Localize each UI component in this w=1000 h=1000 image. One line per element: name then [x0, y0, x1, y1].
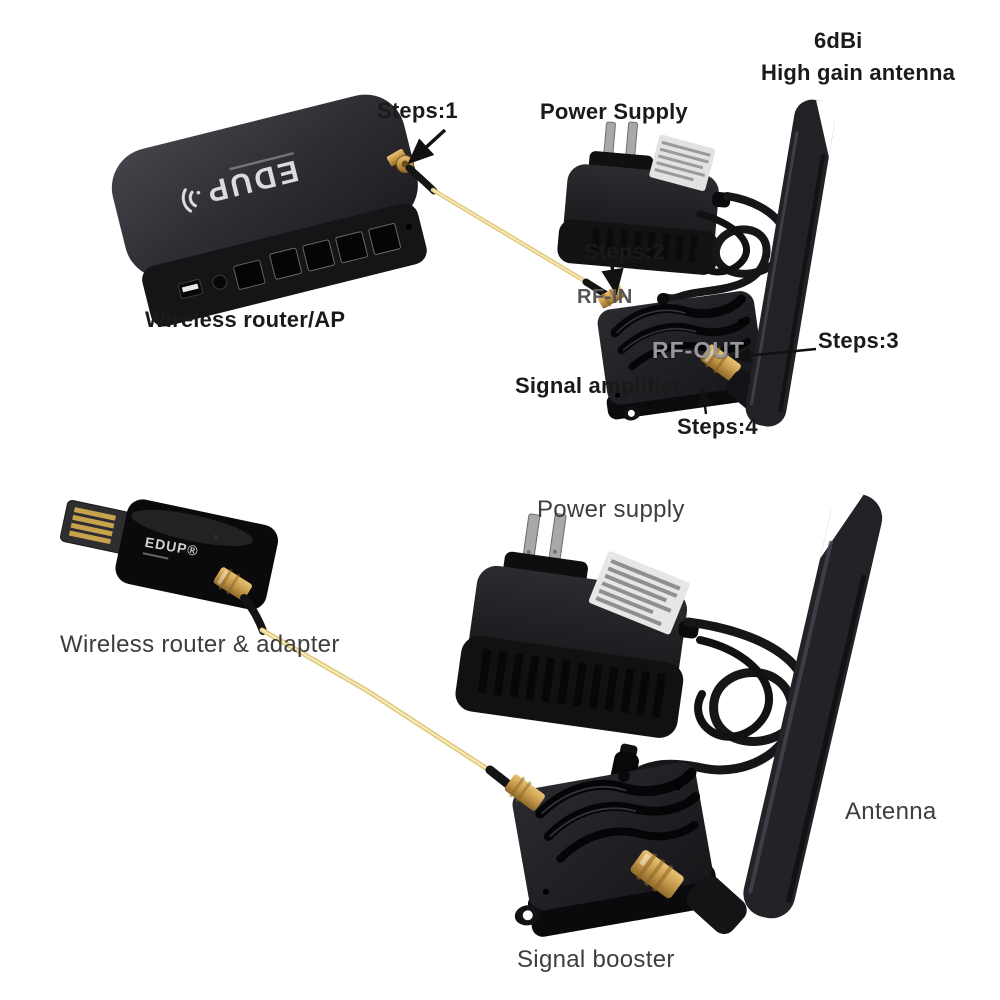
step3-label: Steps:3 [818, 328, 899, 353]
step3-arrow [731, 347, 817, 364]
power-supply-bottom-illustration [455, 513, 699, 738]
step2-label: Steps:2 [584, 239, 665, 264]
amplifier-dc-jack [657, 293, 669, 305]
signal-booster-label: Signal booster [517, 946, 675, 973]
step2-arrow [601, 265, 624, 296]
router-illustration: EDUP [111, 94, 427, 327]
rf-in-port-label: RF-IN [577, 286, 633, 308]
power-supply-bottom-label: Power supply [537, 496, 685, 523]
step1-label: Steps:1 [377, 98, 458, 123]
booster-output-connector [630, 850, 684, 899]
wifi-icon [181, 188, 201, 213]
antenna-bottom-illustration [686, 488, 883, 934]
power-supply-top-label: Power Supply [540, 99, 688, 124]
step-arrows [407, 128, 817, 415]
power-supply-bottom-label-sticker [588, 551, 690, 635]
booster-dc-jack [618, 770, 630, 782]
rf-out-port-label: RF-OUT [652, 337, 745, 363]
wireless-router-label: Wireless router/AP [145, 307, 346, 332]
power-supply-top-label-sticker [649, 134, 716, 191]
step4-label: Steps:4 [677, 414, 758, 439]
step4-arrow [697, 388, 713, 415]
power-supply-top-illustration [557, 121, 731, 275]
antenna-gain-label: 6dBi [814, 28, 863, 53]
high-gain-antenna-illustration [726, 99, 838, 427]
signal-amplifier-illustration [597, 291, 767, 421]
wireless-adapter-label: Wireless router & adapter [60, 631, 340, 658]
rf-out-connector [700, 344, 741, 381]
signal-amplifier-label: Signal amplifier [515, 373, 683, 398]
antenna-type-label: High gain antenna [761, 60, 956, 85]
eagle-engraving-bottom [535, 767, 701, 863]
antenna-label: Antenna [845, 798, 937, 825]
adapter-sma-connector [213, 567, 252, 601]
booster-input-connector [504, 774, 545, 811]
step1-arrow [407, 128, 447, 165]
